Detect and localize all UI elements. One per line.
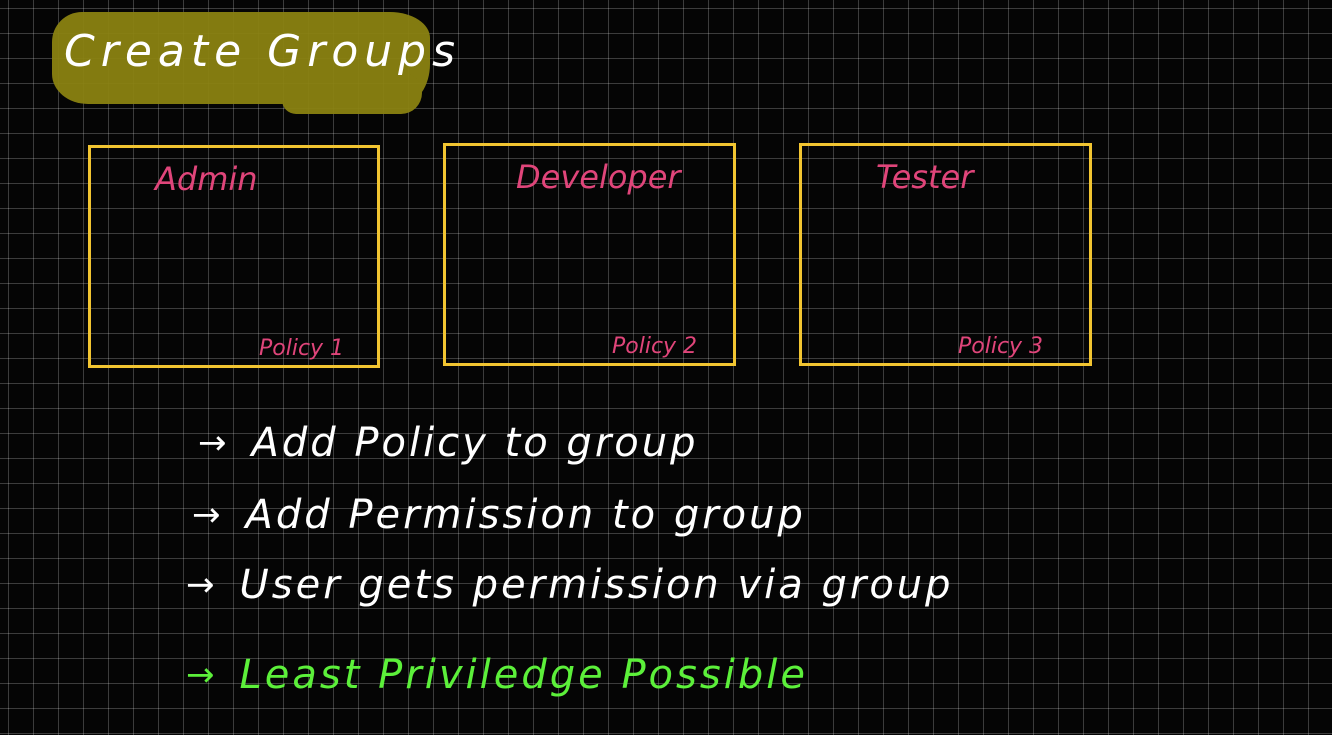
arrow-icon: → [186,565,218,605]
group-box-developer: Developer Policy 2 [443,143,736,366]
arrow-icon: → [186,655,218,695]
title-highlight [52,12,430,114]
bullet-text: Add Permission to group [245,492,806,538]
group-name: Developer [516,158,681,196]
policy-label: Policy 3 [958,334,1044,359]
group-name: Admin [155,160,258,198]
policy-label: Policy 2 [612,334,698,359]
bullet-item: → Add Permission to group [192,492,806,538]
group-box-tester: Tester Policy 3 [799,143,1092,366]
bullet-item: → User gets permission via group [186,562,954,608]
arrow-icon: → [198,423,230,463]
arrow-icon: → [192,495,224,535]
page-title: Create Groups [64,26,461,77]
group-name: Tester [876,158,974,196]
bullet-text: Add Policy to group [251,420,699,466]
bullet-item-emphasis: → Least Priviledge Possible [186,652,808,698]
group-box-admin: Admin Policy 1 [88,145,380,368]
bullet-text: Least Priviledge Possible [239,652,808,698]
bullet-item: → Add Policy to group [198,420,698,466]
bullet-text: User gets permission via group [239,562,954,608]
policy-label: Policy 1 [259,336,345,361]
